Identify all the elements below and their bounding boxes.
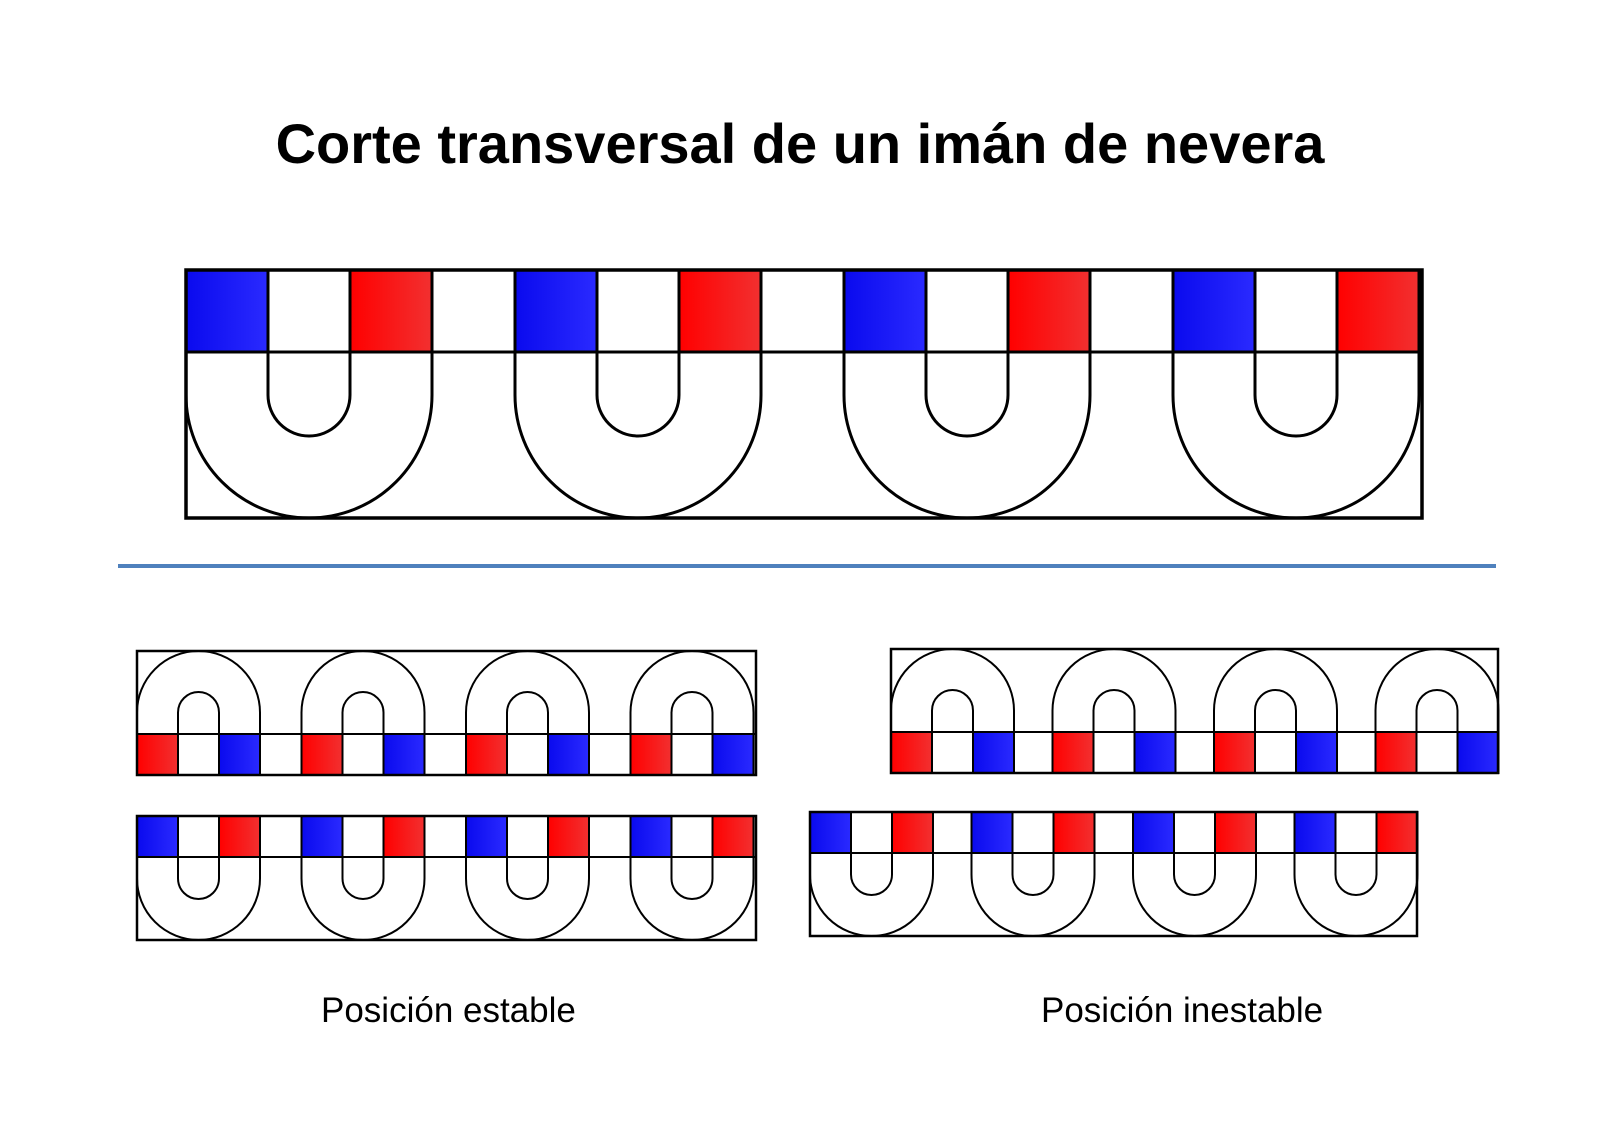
south-pole <box>970 811 1014 854</box>
stable-position-caption: Posición estable <box>321 991 576 1030</box>
north-pole <box>382 815 426 858</box>
magnet-inner-arc <box>1334 853 1378 896</box>
strip-frame <box>889 647 1500 775</box>
magnet <box>1051 648 1177 774</box>
magnet <box>136 815 261 941</box>
north-pole <box>891 811 934 854</box>
south-pole <box>184 268 270 354</box>
magnet <box>1213 648 1338 774</box>
north-pole <box>1006 268 1092 354</box>
south-pole <box>1293 811 1337 854</box>
magnet-inner-arc <box>850 853 893 896</box>
north-pole <box>465 733 508 776</box>
south-pole <box>465 815 508 858</box>
magnet <box>465 650 590 776</box>
magnet <box>300 650 426 776</box>
north-pole <box>677 268 763 354</box>
unstable-bottom-magnet-strip <box>808 810 1419 938</box>
page-title: Corte transversal de un imán de nevera <box>275 112 1325 175</box>
magnet <box>1293 811 1419 937</box>
magnet-inner-arc <box>1011 853 1055 896</box>
south-pole <box>809 811 852 854</box>
magnet-inner-arc <box>1415 689 1459 732</box>
north-pole <box>1335 268 1421 354</box>
south-pole <box>1133 731 1177 774</box>
magnet <box>970 811 1096 937</box>
strip-frame <box>184 268 1424 520</box>
magnet <box>1374 648 1500 774</box>
strip-frame <box>135 814 758 942</box>
magnet <box>629 815 755 941</box>
north-pole <box>348 268 434 354</box>
north-pole <box>136 733 179 776</box>
magnet-inner-arc <box>924 352 1010 438</box>
strip-frame <box>808 810 1419 938</box>
north-pole <box>1213 731 1256 774</box>
south-pole <box>1295 731 1338 774</box>
unstable-position-caption: Posición inestable <box>1041 991 1324 1030</box>
magnet-inner-arc <box>1253 352 1339 438</box>
north-pole <box>547 815 590 858</box>
south-pole <box>1456 731 1500 774</box>
magnet-inner-arc <box>177 691 220 734</box>
north-pole <box>629 733 673 776</box>
magnet-inner-arc <box>341 857 385 900</box>
magnet <box>513 268 763 520</box>
magnet <box>890 648 1015 774</box>
magnet-inner-arc <box>506 857 549 900</box>
south-pole <box>382 733 426 776</box>
unstable-top-magnet-strip <box>889 647 1500 775</box>
stable-top-magnet-strip <box>135 649 758 777</box>
magnet-inner-arc <box>341 691 385 734</box>
magnet <box>465 815 590 941</box>
magnet <box>842 268 1092 520</box>
magnet-inner-arc <box>595 352 681 438</box>
magnet-inner-arc <box>266 352 352 438</box>
north-pole <box>890 731 933 774</box>
south-pole <box>136 815 179 858</box>
magnet <box>184 268 434 520</box>
north-pole <box>1375 811 1419 854</box>
south-pole <box>513 268 599 354</box>
north-pole <box>1214 811 1257 854</box>
south-pole <box>972 731 1015 774</box>
magnet-inner-arc <box>670 691 714 734</box>
south-pole <box>1171 268 1257 354</box>
strip-frame <box>135 649 758 777</box>
south-pole <box>629 815 673 858</box>
north-pole <box>1374 731 1418 774</box>
main-magnet-strip <box>184 268 1424 520</box>
south-pole <box>300 815 344 858</box>
north-pole <box>300 733 344 776</box>
magnet <box>300 815 426 941</box>
magnet <box>629 650 755 776</box>
stable-bottom-magnet-strip <box>135 814 758 942</box>
magnet-inner-arc <box>1254 689 1297 732</box>
magnet-inner-arc <box>670 857 714 900</box>
magnet <box>136 650 261 776</box>
south-pole <box>218 733 261 776</box>
south-pole <box>1132 811 1175 854</box>
magnet-inner-arc <box>506 691 549 734</box>
magnet <box>809 811 934 937</box>
north-pole <box>1051 731 1095 774</box>
magnet-inner-arc <box>177 857 220 900</box>
magnet-inner-arc <box>1092 689 1136 732</box>
south-pole <box>711 733 755 776</box>
north-pole <box>711 815 755 858</box>
magnet-inner-arc <box>1173 853 1216 896</box>
north-pole <box>1052 811 1096 854</box>
south-pole <box>547 733 590 776</box>
magnet-inner-arc <box>931 689 974 732</box>
north-pole <box>218 815 261 858</box>
south-pole <box>842 268 928 354</box>
magnet <box>1171 268 1421 520</box>
magnet <box>1132 811 1257 937</box>
